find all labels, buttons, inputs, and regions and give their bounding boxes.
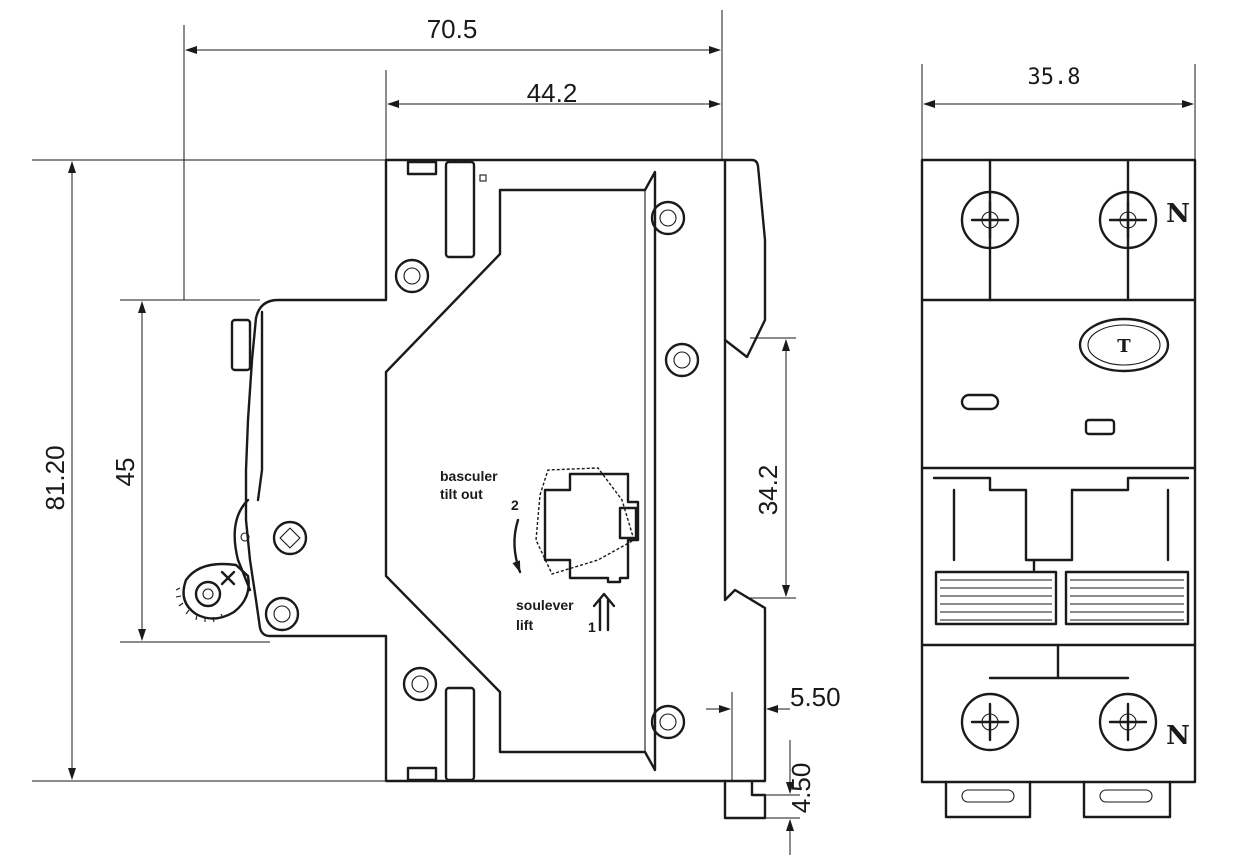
side-center-panel xyxy=(384,170,657,772)
side-bottom-slot xyxy=(444,686,476,782)
dim-clip-bottom: 4.50 xyxy=(786,763,816,814)
front-top-dividers xyxy=(988,158,1130,302)
tilt-instruction-icon xyxy=(512,467,640,632)
dim-width: 35.8 xyxy=(1028,65,1081,90)
front-top-screws xyxy=(960,190,1158,250)
dim-body-depth: 44.2 xyxy=(527,78,578,108)
tilt-out-french: basculer xyxy=(440,468,498,484)
side-housing-outline xyxy=(244,158,767,783)
side-rivets xyxy=(264,200,700,740)
neutral-label-top: N xyxy=(1166,199,1190,229)
neutral-label-bottom: N xyxy=(1166,721,1190,751)
side-top-mark xyxy=(479,174,487,182)
front-housing-outline xyxy=(920,158,1197,784)
instruction-labels: basculer tilt out 2 soulever lift 1 xyxy=(440,468,596,635)
dimension-texts: 70.5 44.2 35.8 81.20 45 34.2 5.50 4.50 xyxy=(40,14,1080,813)
front-bottom-dividers xyxy=(988,643,1130,680)
side-bottom-notch xyxy=(406,766,438,782)
dimension-lines xyxy=(32,10,1196,855)
dim-overall-depth: 70.5 xyxy=(427,14,478,44)
side-view xyxy=(175,158,767,820)
tilt-out-english: tilt out xyxy=(440,486,483,502)
front-bottom-screws xyxy=(960,692,1158,752)
dim-clip-offset: 5.50 xyxy=(790,682,841,712)
side-panel-inner xyxy=(499,190,646,752)
front-bottom-clips xyxy=(944,780,1172,819)
front-indicator-left xyxy=(960,393,1000,411)
side-front-lever xyxy=(175,310,264,623)
lift-french: soulever xyxy=(516,597,574,613)
lift-english: lift xyxy=(516,617,533,633)
test-button-label: T xyxy=(1117,336,1131,357)
side-din-clip xyxy=(723,779,767,820)
side-top-slot xyxy=(444,160,476,259)
test-button-outer xyxy=(1078,317,1170,373)
dim-front-height: 45 xyxy=(110,458,140,487)
dim-height: 81.20 xyxy=(40,445,70,510)
side-top-notch xyxy=(406,160,438,176)
step-two-number: 2 xyxy=(511,497,519,513)
front-view: T N N xyxy=(920,158,1197,819)
front-handles xyxy=(932,476,1190,626)
dim-rail-height: 34.2 xyxy=(753,465,783,516)
test-button-inner xyxy=(1087,324,1161,366)
step-one-number: 1 xyxy=(588,619,596,635)
front-indicator-right xyxy=(1084,418,1116,436)
